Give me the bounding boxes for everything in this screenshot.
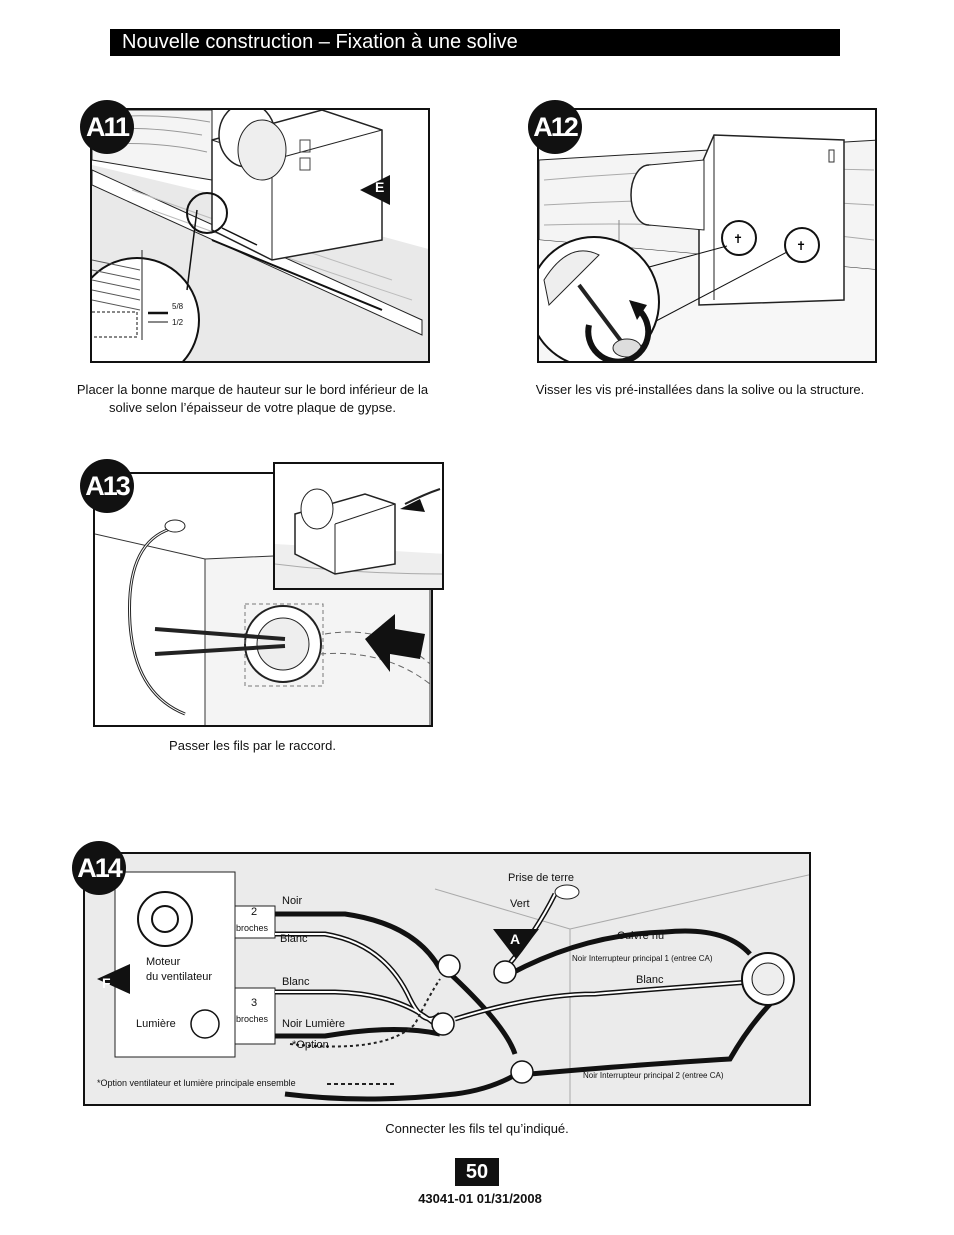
a11-measure-1-2: 1/2: [172, 318, 184, 327]
a14-blanc-top: Blanc: [280, 933, 308, 945]
a14-option: *Option: [292, 1039, 329, 1051]
a14-plug2-num: 2: [251, 906, 258, 918]
a14-prise-de-terre: Prise de terre: [508, 872, 575, 884]
a11-caption: Placer la bonne marque de hauteur sur le…: [40, 381, 465, 417]
a14-motor-line2: du ventilateur: [146, 971, 213, 983]
a12-illustration: ✝ ✝: [539, 134, 875, 361]
svg-text:✝: ✝: [733, 232, 743, 246]
a14-blanc-right: Blanc: [636, 974, 664, 986]
figure-a14: [83, 852, 811, 1106]
a14-caption: Connecter les fils tel qu’indiqué.: [385, 1121, 569, 1136]
a14-blanc-mid: Blanc: [282, 976, 310, 988]
a14-light-label: Lumière: [136, 1018, 176, 1030]
a14-noir-lumiere: Noir Lumière: [282, 1018, 345, 1030]
a14-plug3-word: broches: [236, 1014, 269, 1024]
badge-a13: A13: [80, 459, 134, 513]
a14-motor-label: Moteur du ventilateur: [146, 955, 212, 985]
page-title: Nouvelle construction – Fixation à une s…: [110, 29, 840, 56]
badge-a12: A12: [528, 100, 582, 154]
a11-caption-line2: solive selon l’épaisseur de votre plaque…: [109, 400, 396, 415]
figure-a12: ✝ ✝: [537, 108, 877, 363]
page-number: 50: [455, 1158, 499, 1186]
a14-plug2-word: broches: [236, 923, 269, 933]
a14-cuivre-nu: Cuivre nu: [617, 930, 665, 942]
a14-marker-a: A: [510, 931, 521, 947]
a13-inset: [273, 462, 444, 590]
a14-noir-int1: Noir Interrupteur principal 1 (entree CA…: [572, 954, 713, 963]
a14-marker-f: F: [102, 975, 111, 991]
a13-illustration: [95, 519, 431, 725]
badge-a11: A11: [80, 100, 134, 154]
badge-a14: A14: [72, 841, 126, 895]
a11-measure-5-8: 5/8: [172, 302, 184, 311]
a11-illustration: [92, 110, 428, 361]
a11-marker-e: E: [375, 179, 385, 195]
svg-text:✝: ✝: [796, 239, 806, 253]
a14-vert: Vert: [510, 898, 530, 910]
a11-caption-line1: Placer la bonne marque de hauteur sur le…: [76, 382, 429, 397]
a13-inset-illustration: [275, 488, 442, 588]
a14-noir: Noir: [282, 895, 303, 907]
a14-motor-line1: Moteur: [146, 956, 181, 968]
a12-caption: Visser les vis pré-installées dans la so…: [535, 382, 865, 397]
a14-noir-int2: Noir Interrupteur principal 2 (entree CA…: [583, 1071, 724, 1080]
a14-option-note: *Option ventilateur et lumière principal…: [97, 1078, 296, 1088]
document-id: 43041-01 01/31/2008: [418, 1191, 542, 1206]
a14-wiring-diagram: [97, 871, 809, 1104]
figure-a11: [90, 108, 430, 363]
a14-plug3-num: 3: [251, 997, 258, 1009]
a13-caption: Passer les fils par le raccord.: [169, 738, 336, 753]
